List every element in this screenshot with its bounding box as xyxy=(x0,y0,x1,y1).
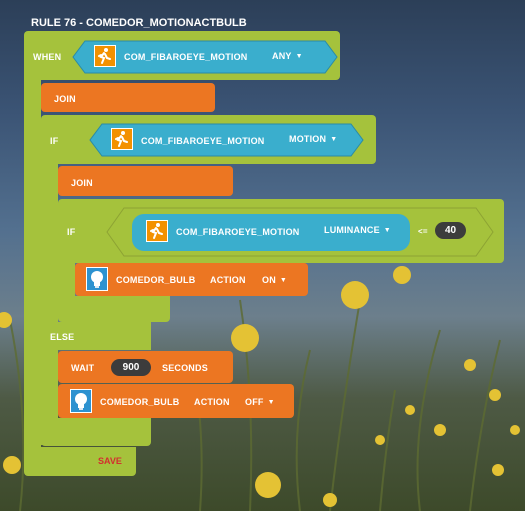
chevron-down-icon: ▼ xyxy=(330,136,338,143)
if-block-footer xyxy=(41,418,151,446)
action-off-dropdown[interactable]: OFF▼ xyxy=(245,397,275,407)
join-block-2[interactable] xyxy=(58,166,233,196)
join-label-2: JOIN xyxy=(71,178,93,188)
motion-sensor-icon xyxy=(146,220,168,242)
join-label-1: JOIN xyxy=(54,94,76,104)
when-device-block[interactable] xyxy=(72,40,338,74)
chevron-down-icon: ▼ xyxy=(383,227,391,234)
if-device-name: COM_FIBAROEYE_MOTION xyxy=(141,136,265,146)
when-label: WHEN xyxy=(33,52,62,62)
luminance-device-name: COM_FIBAROEYE_MOTION xyxy=(176,227,300,237)
else-row xyxy=(41,322,151,350)
save-button[interactable]: SAVE xyxy=(98,456,122,466)
wait-value-input[interactable]: 900 xyxy=(111,359,151,376)
action-on-value: ON xyxy=(262,275,276,285)
when-block-footer xyxy=(24,447,136,476)
when-device-name: COM_FIBAROEYE_MOTION xyxy=(124,52,248,62)
motion-sensor-icon xyxy=(94,45,116,67)
motion-sensor-icon xyxy=(111,128,133,150)
action-on-block[interactable] xyxy=(75,263,308,296)
when-condition-dropdown[interactable]: ANY▼ xyxy=(272,51,303,61)
property-value: LUMINANCE xyxy=(324,225,380,235)
if-device-block[interactable] xyxy=(89,123,364,157)
luminance-value-input[interactable]: 40 xyxy=(435,222,466,239)
when-block-spine xyxy=(24,70,41,470)
property-dropdown[interactable]: LUMINANCE▼ xyxy=(324,225,391,235)
if-label-1: IF xyxy=(50,136,59,146)
action-off-block[interactable] xyxy=(58,384,294,418)
if-condition-dropdown[interactable]: MOTION▼ xyxy=(289,134,337,144)
if-block-spine xyxy=(41,150,58,445)
action-on-dropdown[interactable]: ON▼ xyxy=(262,275,287,285)
wait-label: WAIT xyxy=(71,363,95,373)
if-condition-value: MOTION xyxy=(289,134,327,144)
if-block-2-spine xyxy=(58,255,75,305)
action-off-value: OFF xyxy=(245,397,264,407)
action-on-label: ACTION xyxy=(210,275,246,285)
action-off-label: ACTION xyxy=(194,397,230,407)
else-label: ELSE xyxy=(50,332,75,342)
action-off-device-name: COMEDOR_BULB xyxy=(100,397,180,407)
action-on-device-name: COMEDOR_BULB xyxy=(116,275,196,285)
join-block-1[interactable] xyxy=(41,83,215,112)
wait-unit: SECONDS xyxy=(162,363,208,373)
when-condition-value: ANY xyxy=(272,51,292,61)
chevron-down-icon: ▼ xyxy=(267,399,275,406)
operator-dropdown[interactable]: <= xyxy=(418,227,428,236)
bulb-icon xyxy=(86,267,108,291)
luminance-device-block[interactable] xyxy=(132,214,410,251)
chevron-down-icon: ▼ xyxy=(279,277,288,284)
chevron-down-icon: ▼ xyxy=(295,53,303,60)
if-label-2: IF xyxy=(67,227,76,237)
if-block-2-footer xyxy=(58,296,170,322)
rule-title: RULE 76 - COMEDOR_MOTIONACTBULB xyxy=(31,17,247,29)
bulb-icon xyxy=(70,389,92,413)
